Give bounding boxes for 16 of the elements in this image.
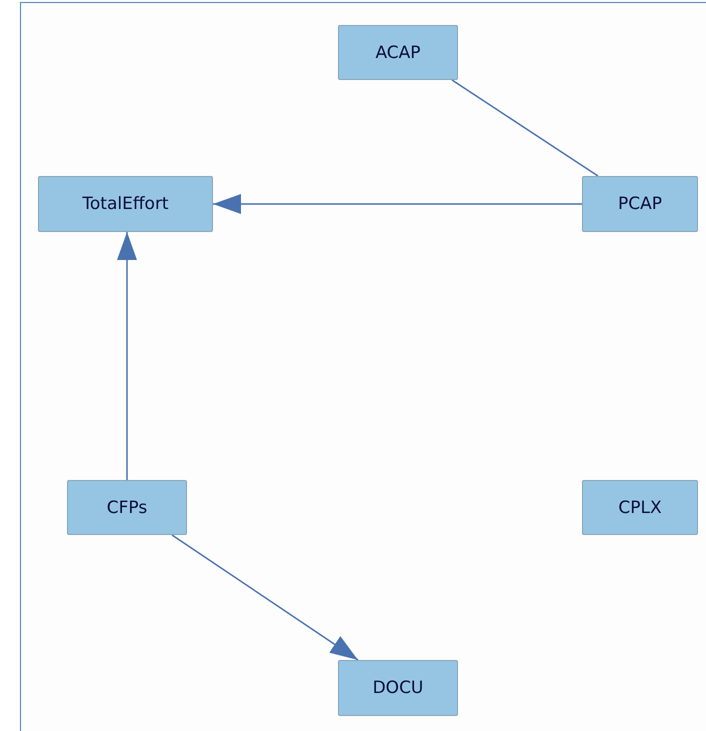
- node-box: [338, 660, 458, 716]
- node-label: TotalEffort: [82, 194, 169, 214]
- node-box: [582, 480, 698, 535]
- connector-line: [452, 79, 598, 177]
- node-label: CFPs: [106, 498, 148, 518]
- node-label: DOCU: [372, 678, 424, 698]
- node-label: PCAP: [618, 194, 662, 214]
- node-box: [338, 25, 458, 80]
- arrow: [213, 194, 582, 214]
- arrow: [117, 232, 137, 480]
- node-box: [67, 480, 187, 535]
- node-label: ACAP: [375, 42, 421, 62]
- node-label: CPLX: [618, 498, 662, 518]
- node-box: [582, 176, 698, 232]
- node-box: [38, 176, 213, 232]
- arrow: [172, 534, 358, 661]
